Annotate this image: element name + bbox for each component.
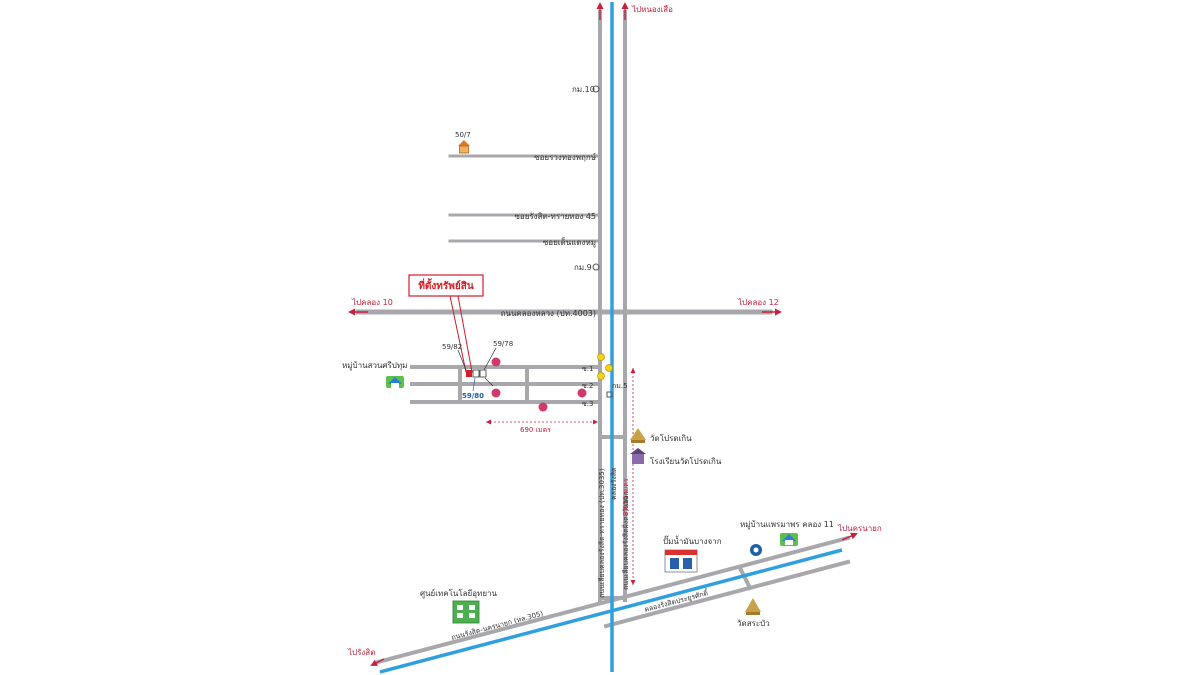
km-5-icon [606, 391, 613, 398]
dir-label-north: ไปหนองเสือ [631, 5, 673, 14]
km-label-9: กม.9 [574, 263, 592, 272]
leader-5978 [483, 347, 497, 371]
dir-label-west: ไปคลอง 10 [351, 298, 393, 307]
landmark-label-temple-bopradit: วัดโปรดเกิน [650, 433, 692, 443]
canal-diagonal [379, 548, 843, 674]
dir-label-southeast: ไปนครนายก [837, 524, 882, 533]
arrow-southwest [370, 658, 385, 666]
landmark-label-school-bopradit: โรงเรียนวัดโปรดเกิน [650, 456, 722, 466]
location-pin [538, 402, 548, 412]
property-lot-5980 [472, 369, 480, 378]
km-10-icon [592, 85, 600, 93]
road-label-soi-shop: ซอยเด็นแดงหมู [543, 237, 596, 248]
leader-5980 [472, 377, 476, 392]
property-lot-5982 [466, 370, 472, 377]
roads-layer [355, 10, 851, 665]
dir-label-southwest: ไปรังสิต [347, 648, 375, 657]
km-label-5: กม.5 [612, 382, 628, 390]
house-label-5978: 59/78 [493, 340, 513, 348]
house-label-5980: 59/80 [462, 392, 484, 400]
road-label-soi-upper: ซอยรวงทองพฤกษ์ [534, 152, 596, 162]
distance-label-horizontal: 690 เมตร [520, 426, 551, 434]
temple-icon [630, 428, 646, 443]
ptt-icon [750, 544, 762, 556]
village-klong11-icon [780, 533, 798, 546]
science-center-icon [452, 600, 480, 624]
location-pin [491, 357, 501, 367]
landmark-label-village-klong11: หมู่บ้านแพรมาพร คลอง 11 [740, 520, 834, 530]
road-label-main-ew: ถนนคลองหลวง (ปท.4003) [501, 309, 596, 318]
direction-arrows [348, 2, 858, 666]
landmark-label-temple-sraluang: วัดสระบัว [737, 619, 770, 628]
property-lot-5978 [479, 369, 487, 378]
road-label-soi-2: ซ.2 [582, 382, 593, 390]
village-icon [386, 376, 404, 388]
shrine-icon [605, 364, 613, 372]
landmark-label-science-center: ศูนย์เทคโนโลยีอุทยาน [420, 588, 498, 599]
road-label-soi-3: ซ.3 [582, 400, 593, 408]
road-label-ns-right: ถนนเลียบคลองรังสิตฝั่งตะวันออก [621, 491, 630, 590]
gas-station-icon [664, 549, 698, 573]
shrine-icon [597, 372, 605, 380]
highway-spur [738, 567, 753, 591]
road-label-canal-ns: คลองรังสิต [610, 467, 618, 500]
house-icon [458, 140, 470, 154]
distance-label-vertical: 8,050 เมตร [622, 478, 630, 516]
shrine-icon [597, 353, 605, 361]
property-pointer [449, 295, 478, 373]
house-label-507: 50/7 [455, 131, 471, 139]
property-label: ที่ตั้งทรัพย์สิน [418, 278, 473, 292]
school-icon [630, 448, 646, 464]
canals-layer [379, 2, 843, 674]
leader-5982 [457, 349, 467, 371]
landmark-label-village-srisuk: หมู่บ้านสวนศรีปทุม [342, 361, 407, 371]
highway-south-lane [603, 559, 851, 629]
distance-horizontal [486, 419, 598, 425]
property-callout: ที่ตั้งทรัพย์สิน [408, 274, 484, 373]
property-pointer-2 [457, 295, 473, 373]
temple-sraluang-icon [745, 598, 761, 615]
road-label-ns-left: ถนนเลียบคลองรังสิต-ทรายทอง (ปท.3035) [598, 468, 606, 598]
km-label-10: กม.10 [572, 85, 595, 94]
road-label-soi-45: ซอยรังสิต-ทรายทอง 45 [514, 212, 596, 221]
dir-label-east: ไปคลอง 12 [737, 298, 779, 307]
landmark-label-gas-station: ปั๊มน้ำมันบางจาก [663, 535, 722, 546]
location-pin [577, 388, 587, 398]
house-label-5982: 59/82 [442, 343, 462, 351]
location-pin [491, 388, 501, 398]
arrow-southeast [841, 532, 858, 541]
leader-5980-b [484, 377, 494, 387]
distance-vertical [630, 368, 636, 585]
road-label-soi-1: ซ.1 [582, 365, 593, 373]
property-label-box [408, 274, 484, 297]
km-9-icon [592, 263, 600, 271]
